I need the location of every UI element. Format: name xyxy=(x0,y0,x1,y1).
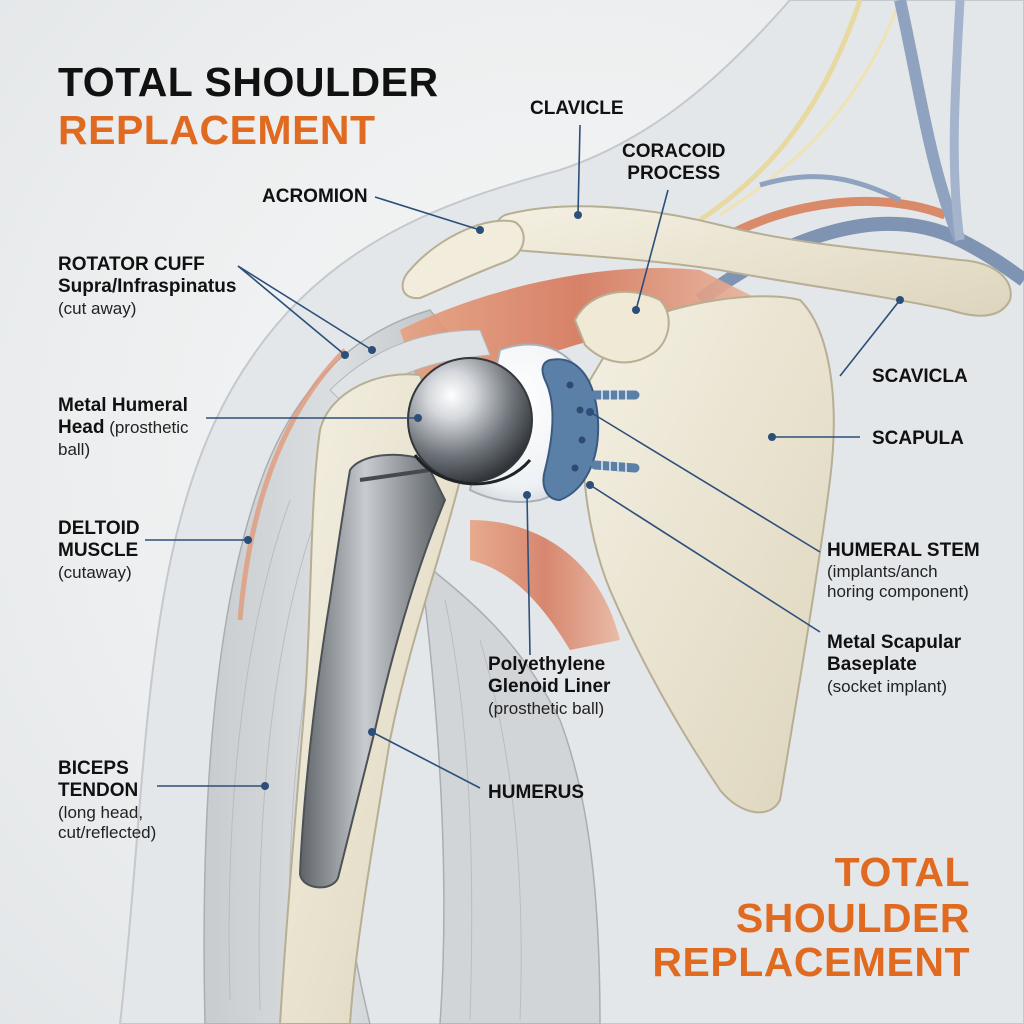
clavicle-shape xyxy=(493,205,1012,317)
label-clavicle-text: CLAVICLE xyxy=(530,98,624,119)
baseplate-shape xyxy=(541,358,600,502)
label-stem-line-3: horing component) xyxy=(827,582,969,602)
title-line-1: TOTAL SHOULDER xyxy=(58,59,439,105)
label-baseplate-line-1: Metal Scapular xyxy=(827,632,962,653)
label-deltoid-line-2: MUSCLE xyxy=(58,540,139,562)
coracoid-shape xyxy=(573,290,670,364)
label-biceps-line-1: BICEPS xyxy=(58,758,129,779)
label-stem-line-1: HUMERAL STEM xyxy=(827,540,980,561)
corner-title-line-2: SHOULDER xyxy=(735,895,970,941)
label-humeral-head-line-2a: Head xyxy=(58,417,105,439)
label-clavicle: CLAVICLE xyxy=(530,98,624,120)
title-line-2: REPLACEMENT xyxy=(58,107,376,153)
label-humeral-head-line-3: ball) xyxy=(58,439,91,459)
label-humeral-head: Metal Humeral Head (prosthetic ball) xyxy=(58,395,189,460)
subscapularis-muscle xyxy=(470,520,620,650)
label-scavicla-text: SCAVICLA xyxy=(872,366,968,387)
label-acromion: ACROMION xyxy=(262,186,368,208)
deltoid-red-band xyxy=(237,348,347,621)
label-deltoid: DELTOID MUSCLE (cutaway) xyxy=(58,518,140,583)
label-baseplate: Metal Scapular Baseplate (socket implant… xyxy=(827,632,961,697)
label-deltoid-line-1: DELTOID xyxy=(58,518,140,539)
leader-lines xyxy=(145,124,901,789)
label-scavicla: SCAVICLA xyxy=(872,366,968,388)
label-scapula-text: SCAPULA xyxy=(872,428,964,449)
label-liner-line-1: Polyethylene xyxy=(488,654,606,675)
label-deltoid-line-3: (cutaway) xyxy=(58,562,132,582)
label-humeral-head-line-2b: (prosthetic xyxy=(104,418,189,438)
label-baseplate-line-2: Baseplate xyxy=(827,654,917,676)
label-coracoid-line-1: CORACOID xyxy=(622,141,726,162)
humeral-head-ball xyxy=(407,357,533,483)
label-rotator-line-1: ROTATOR CUFF xyxy=(58,254,205,275)
label-rotator-cuff: ROTATOR CUFF Supra/Infraspinatus (cut aw… xyxy=(58,254,236,319)
humeral-stem-shape xyxy=(298,453,447,889)
leader-dots xyxy=(244,211,904,790)
label-humeral-stem: HUMERAL STEM (implants/anch horing compo… xyxy=(827,540,980,603)
label-scapula: SCAPULA xyxy=(872,428,964,450)
label-coracoid-line-2: PROCESS xyxy=(627,163,721,185)
label-stem-line-2: (implants/anch xyxy=(827,562,938,582)
label-biceps: BICEPS TENDON (long head, cut/reflected) xyxy=(58,758,156,843)
label-liner-line-3: (prosthetic ball) xyxy=(488,698,605,718)
label-humerus-text: HUMERUS xyxy=(488,782,585,803)
corner-title-line-1: TOTAL xyxy=(834,849,970,895)
label-coracoid: CORACOID PROCESS xyxy=(622,141,725,186)
arm-muscle-right xyxy=(419,558,601,1024)
label-rotator-line-3: (cut away) xyxy=(58,298,137,318)
label-glenoid-liner: Polyethylene Glenoid Liner (prosthetic b… xyxy=(488,654,610,719)
label-biceps-line-4: cut/reflected) xyxy=(58,822,157,842)
label-rotator-line-2: Supra/Infraspinatus xyxy=(58,276,237,298)
label-acromion-text: ACROMION xyxy=(262,186,368,207)
label-humerus: HUMERUS xyxy=(488,782,584,804)
label-humeral-head-line-1: Metal Humeral xyxy=(58,395,188,416)
label-biceps-line-2: TENDON xyxy=(58,780,139,802)
label-biceps-line-3: (long head, xyxy=(58,802,144,822)
label-liner-line-2: Glenoid Liner xyxy=(488,676,611,698)
corner-title-line-3: REPLACEMENT xyxy=(652,939,970,985)
scapula-shape xyxy=(581,295,835,814)
label-baseplate-line-3: (socket implant) xyxy=(827,676,947,696)
